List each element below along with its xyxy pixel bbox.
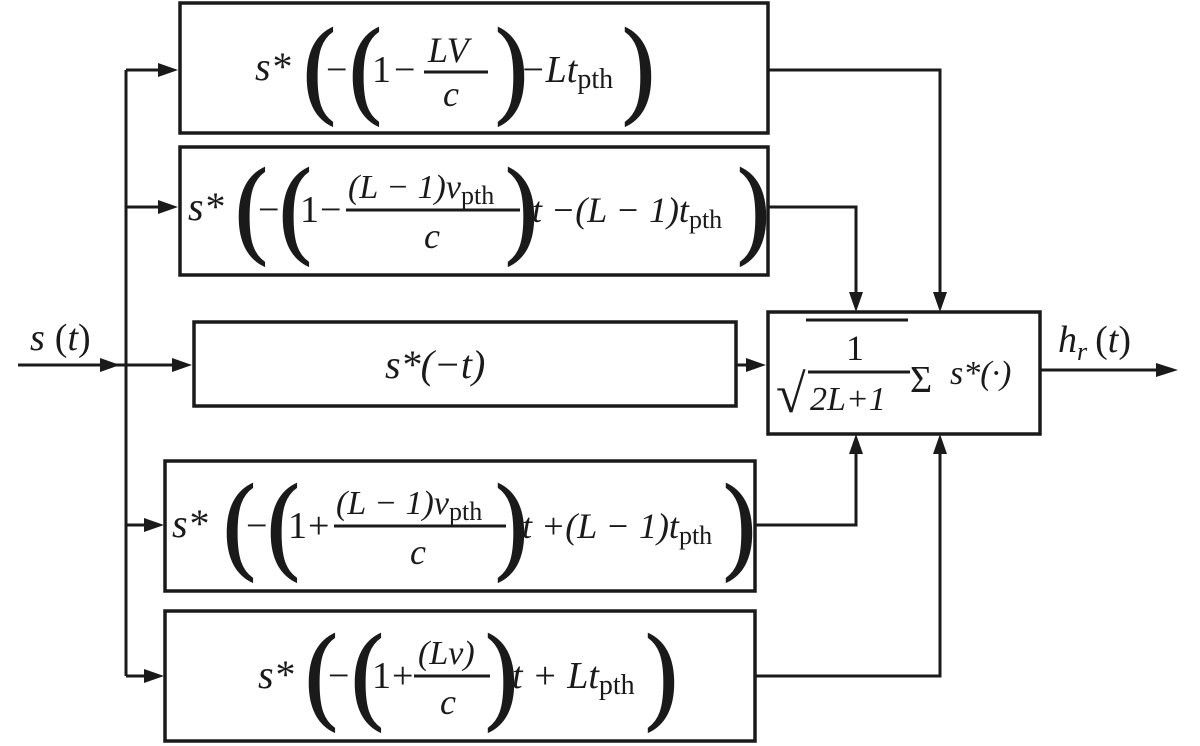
arrow-branch-1 [158, 63, 178, 77]
branch-2-den: c [424, 216, 440, 256]
signal-wires [18, 68, 1158, 678]
branch-2-one: 1 [300, 189, 319, 231]
output-label: hr(t) [1058, 319, 1131, 366]
branch-5-inner-rparen: ) [480, 614, 523, 742]
arrow-into-combiner-top-right [933, 292, 947, 312]
arrow-into-combiner-mid [746, 358, 766, 372]
branch-5-s: s* [258, 652, 294, 697]
arrow-into-combiner-bottom-left [849, 434, 863, 454]
branch-1-s: s* [255, 44, 291, 89]
branch-4-inner-lparen: ( [262, 464, 305, 592]
combiner-radical: √ [776, 364, 806, 424]
branch-5-op: + [392, 655, 413, 697]
arrow-into-combiner-top-left [849, 292, 863, 312]
branch-1-op: − [394, 49, 415, 91]
branch-2-tail: t −(L − 1)tpth [532, 190, 722, 234]
out-branch-4 [755, 454, 858, 527]
branch-4-outer-lparen: ( [218, 464, 261, 592]
arrow-into-combiner-bottom-right [933, 434, 947, 454]
branch-2-num: (L − 1)vpth [348, 169, 494, 210]
arrow-branch-5 [144, 669, 164, 683]
branch-3-box [192, 320, 738, 408]
branch-5-den: c [440, 682, 456, 722]
branch-2-outer-lparen: ( [230, 148, 273, 276]
branch-1-num: LV [427, 30, 473, 70]
branch-4-inner-rparen: ) [490, 464, 533, 592]
branch-5-tail: t + Ltpth [512, 655, 635, 701]
arrow-input [100, 358, 120, 372]
branch-4-den: c [410, 532, 426, 572]
input-label: s(t) [30, 317, 91, 359]
branch-4-num: (L − 1)vpth [336, 485, 482, 526]
combiner-expression: √ 1 2L+1 Σ s*(·) [776, 318, 1011, 424]
branch-5-one: 1 [372, 655, 391, 697]
branch-5-num: (Lv) [418, 635, 475, 672]
branch-3-expression: s*(−t) [385, 342, 485, 387]
branch-4-op: + [308, 505, 329, 547]
branch-4-outer-rparen: ) [718, 464, 761, 592]
branch-4-s: s* [172, 501, 208, 546]
branch-4-expression: s* ( − ( 1 + (L − 1)vpth c ) t +(L − 1)t… [172, 464, 761, 592]
branch-1-outer-lparen: ( [298, 8, 341, 136]
arrow-branch-2 [158, 200, 178, 214]
branch-2-expression: s* ( − ( 1 − (L − 1)vpth c ) t −(L − 1)t… [188, 148, 775, 276]
branch-1-tail: −Ltpth [520, 49, 613, 95]
branch-1-outer-rparen: ) [617, 8, 660, 136]
combiner-rest: s*(·) [950, 355, 1011, 392]
branch-5-inner-lparen: ( [346, 614, 389, 742]
branch-1-expression: s* ( − ( 1 − LV c ) −Ltpth ) [255, 8, 660, 136]
branch-3-expr: s*(−t) [385, 342, 485, 387]
branch-4-one: 1 [288, 505, 307, 547]
arrowheads [100, 63, 1178, 683]
branch-1-inner-lparen: ( [344, 8, 387, 136]
branch-5-minus: − [328, 655, 349, 697]
arrow-output [1156, 363, 1178, 377]
branch-4-minus: − [246, 505, 267, 547]
arrow-branch-4 [144, 518, 164, 532]
branch-1-minus: − [326, 49, 347, 91]
branch-2-outer-rparen: ) [732, 148, 775, 276]
out-branch-2 [768, 205, 858, 296]
branch-2-s: s* [188, 184, 224, 229]
combiner-num: 1 [846, 328, 864, 368]
branch-5-outer-rparen: ) [640, 614, 683, 742]
branch-1-one: 1 [372, 49, 391, 91]
branch-5-expression: s* ( − ( 1 + (Lv) c ) t + Ltpth ) [258, 614, 683, 742]
branch-1-den: c [443, 74, 459, 114]
branch-2-op: − [320, 189, 341, 231]
branch-1-box [178, 1, 770, 135]
combiner-den: 2L+1 [810, 381, 886, 418]
branch-2-inner-lparen: ( [274, 148, 317, 276]
combiner-sigma: Σ [910, 359, 932, 401]
branch-2-minus: − [258, 189, 279, 231]
branch-1-inner-rparen: ) [490, 8, 533, 136]
arrow-branch-3 [172, 358, 192, 372]
branch-boxes [163, 1, 1042, 743]
branch-4-tail: t +(L − 1)tpth [522, 506, 712, 550]
branch-2-inner-rparen: ) [500, 148, 543, 276]
branch-5-outer-lparen: ( [300, 614, 343, 742]
out-branch-1 [768, 68, 942, 296]
out-branch-5 [755, 454, 942, 678]
